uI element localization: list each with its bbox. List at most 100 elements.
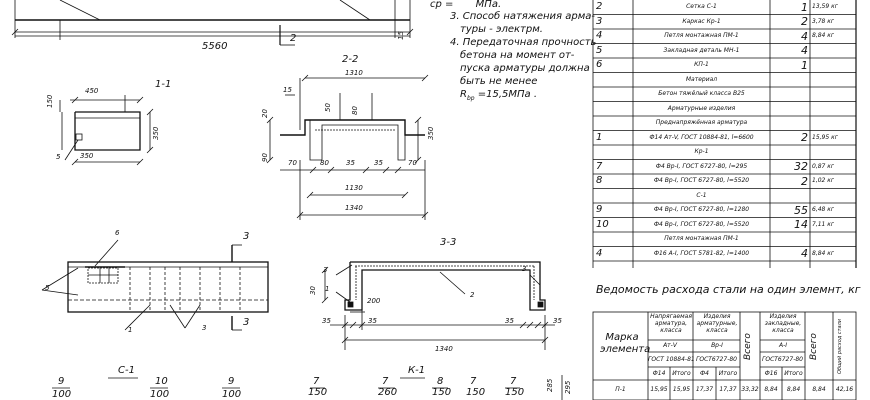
spec-row-pos: 6 [596, 59, 603, 71]
spec-row-qty: 1 [801, 0, 808, 14]
note-line-4: бетона на момент от- [460, 50, 575, 61]
sec22-d70b: 70 [408, 159, 417, 167]
steel-mark-label: Марка элемента [600, 332, 651, 355]
spec-row-mass: 1,02 кг [812, 177, 835, 185]
steel-class1: Ат-V [663, 342, 677, 349]
spec-row-name: Ф4 Вр-I, ГОСТ 6727-80, l=295 [655, 162, 748, 170]
mark-h-num: 7 [510, 376, 517, 387]
spec-row-name: Ф14 Ат-V, ГОСТ 10884-81, l=6600 [649, 133, 754, 141]
steel-row-v1: 15,95 [650, 386, 668, 393]
spec-row-pos: 1 [596, 131, 603, 143]
steel-table-grid [592, 311, 857, 400]
note-line-7: Rbp =15,5МПа . [460, 89, 538, 102]
spec-row-lines [593, 14, 856, 262]
elev-pos6: 6 [115, 229, 120, 237]
sec11-title: 1-1 [155, 79, 172, 90]
mark-c-den: 100 [222, 389, 242, 400]
mark-a-num: 9 [58, 376, 65, 387]
spec-row-mass: 7,11 кг [812, 220, 835, 228]
note-line-2: туры - электрм. [460, 24, 543, 35]
plan-length: 5560 [202, 41, 228, 52]
spec-row-name: Петля монтажная ПМ-1 [664, 235, 739, 243]
steel-row-v8: 8,84 [812, 386, 826, 393]
plan-dim-15: 15 [397, 31, 405, 40]
mark-f-num: 8 [437, 376, 444, 387]
spec-row-mass: 8,84 кг [812, 249, 835, 257]
sec33-d200: 200 [367, 297, 381, 305]
section-2-2 [266, 74, 429, 220]
mark-h-den: 150 [505, 387, 525, 398]
sec22-d350: 350 [427, 126, 435, 140]
section-1-1 [59, 95, 154, 166]
steel-sub1a: Ф14 [652, 370, 666, 377]
bottom-leaders [52, 375, 563, 400]
steel-sub3a: Ф16 [764, 370, 778, 377]
plan-view [11, 0, 414, 46]
elev-cut-bottom: 3 [243, 317, 250, 328]
mark-a-den: 100 [52, 389, 72, 400]
spec-row-pos: 3 [596, 15, 603, 27]
mark-b-den: 100 [150, 389, 170, 400]
steel-row-v9: 42,16 [835, 386, 854, 393]
spec-row-qty: 2 [801, 131, 808, 145]
steel-class3: А-I [778, 342, 788, 349]
note-line-3: 4. Передаточная прочность [450, 37, 597, 48]
sec33-pos1: 1 [325, 285, 330, 293]
mark-b-num: 10 [155, 376, 168, 387]
sec22-d20: 20 [261, 109, 269, 118]
elev-pos1: 1 [128, 326, 133, 334]
spec-row-qty: 55 [794, 203, 808, 217]
mark-f-den: 150 [432, 387, 452, 398]
steel-row-v3: 17,37 [695, 386, 714, 393]
spec-row-name: Ф16 А-I, ГОСТ 5781-82, l=1400 [653, 249, 750, 257]
spec-row-name: Преднапряжённая арматура [655, 119, 748, 127]
spec-row-qty: 4 [801, 29, 808, 43]
spec-row-mass: 8,84 кг [812, 32, 835, 40]
spec-row-pos: 10 [596, 218, 609, 230]
steel-row-v4: 17,37 [719, 386, 737, 393]
steel-sub3b: Итого [784, 370, 803, 377]
sec33-title: 3-3 [440, 237, 457, 248]
k1-title: К-1 [408, 365, 426, 376]
elev-pos3: 3 [202, 324, 207, 332]
sec22-d1310: 1310 [345, 69, 363, 77]
spec-row-name: Ф4 Вр-I, ГОСТ 6727-80, l=5520 [653, 220, 750, 228]
spec-row-name: Закладная деталь МН-1 [663, 46, 740, 54]
spec-row-name: Петля монтажная ПМ-1 [664, 32, 739, 40]
steel-group2: Изделия арматурные, класса [696, 313, 738, 334]
mark-e-den: 260 [378, 387, 398, 398]
sec22-d50: 50 [324, 103, 332, 112]
spec-row-pos: 8 [596, 175, 603, 187]
mark-c-num: 9 [228, 376, 235, 387]
spec-row-name: Кр-1 [694, 148, 709, 156]
steel-group3: Изделия закладные, класса [764, 313, 802, 334]
mark-d-num: 7 [313, 376, 320, 387]
dim-295: 295 [564, 380, 572, 394]
spec-row-qty: 2 [801, 174, 808, 188]
note-line-6: быть не менее [460, 76, 538, 87]
steel-row-mark: П-1 [615, 386, 626, 393]
steel-gost3: ГОСТ6727-80 [762, 356, 803, 363]
sec22-title: 2-2 [342, 54, 359, 65]
spec-row-name: Сетка С-1 [686, 3, 717, 11]
steel-gost1: ГОСТ 10884-81 [648, 356, 695, 363]
note-line-1: 3. Способ натяжения арма- [450, 11, 595, 22]
sec22-d80: 80 [351, 106, 359, 115]
sec11-d450: 450 [85, 87, 99, 95]
mark-g-den: 150 [466, 387, 486, 398]
steel-row-v5: 33,32 [741, 386, 759, 393]
steel-title: Ведомость расхода стали на один элемнт, … [596, 283, 861, 296]
spec-row-name: Бетон тяжёлый класса В25 [658, 90, 745, 98]
steel-total-2: Всего [809, 333, 819, 360]
spec-row-name: КП-1 [694, 61, 709, 69]
spec-row-pos: 9 [596, 204, 603, 216]
sec33-pos3b: 3 [522, 265, 527, 273]
sec33-pos2: 2 [470, 291, 475, 299]
sec33-d35b: 35 [368, 317, 377, 325]
spec-row-mass: 3,78 кг [812, 17, 835, 25]
spec-row-mass: 6,48 кг [812, 206, 835, 214]
spec-row-pos: 4 [596, 247, 603, 259]
steel-total-1: Всего [743, 333, 753, 360]
mark-d-den: 150 [308, 387, 328, 398]
